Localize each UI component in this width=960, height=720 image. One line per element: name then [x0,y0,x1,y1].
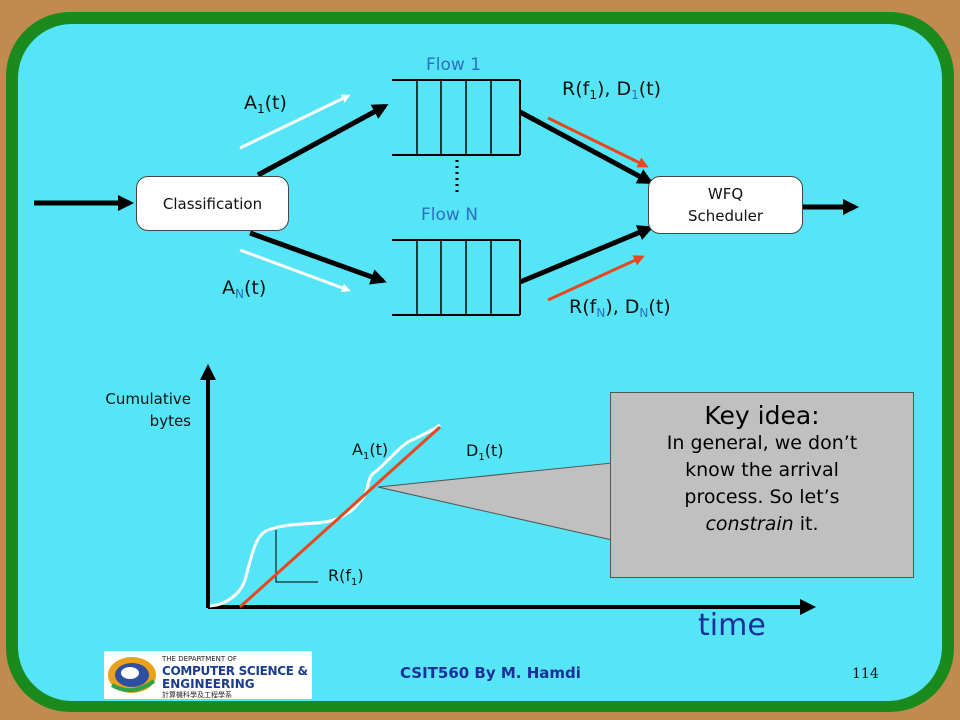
flowN-queue [392,239,521,316]
scheduler-box: WFQ Scheduler [648,176,803,234]
logo-emblem-icon [108,657,156,693]
arrival1-arrow [239,94,351,150]
rate1-label: R(f1), D1(t) [562,78,661,102]
rateN-label: R(fN), DN(t) [569,296,671,320]
slope-triangle [275,530,318,583]
arrival1-label: A1(t) [244,92,287,116]
footer-author: CSIT560 By M. Hamdi [400,664,581,682]
arrivalN-label: AN(t) [222,277,267,301]
graph-arrival-label: A1(t) [352,440,389,462]
x-axis-label: time [698,608,766,643]
arrival-curve [209,423,441,608]
rateN-arrow [547,255,645,302]
callout-body: In general, we don’t know the arrival pr… [666,432,858,535]
callout-title: Key idea: [704,401,820,430]
graph-departure-label: D1(t) [466,441,504,463]
scheduler-label: WFQ Scheduler [687,185,764,225]
flow1-label: Flow 1 [426,55,482,75]
slide-content [18,24,942,701]
class-to-flowN-arrow [249,230,387,285]
department-logo: THE DEPARTMENT OF COMPUTER SCIENCE & ENG… [104,651,312,699]
key-idea-callout: Key idea: In general, we don’t know the … [610,392,914,578]
rate1-arrow [547,116,649,168]
callout-pointer [377,462,613,541]
flow1-to-scheduler-arrow [518,109,654,185]
page-number: 114 [852,666,879,682]
class-to-flow1-arrow [256,103,389,178]
y-axis-label: Cumulative bytes [105,390,191,430]
classification-label: Classification [162,194,263,213]
flow1-queue [392,79,521,156]
flowN-to-scheduler-arrow [519,225,654,285]
departure-line [238,425,442,609]
arrivalN-arrow [239,248,351,293]
classification-box: Classification [136,176,289,231]
graph-slope-label: R(f1) [328,566,364,588]
flowN-label: Flow N [421,205,478,225]
